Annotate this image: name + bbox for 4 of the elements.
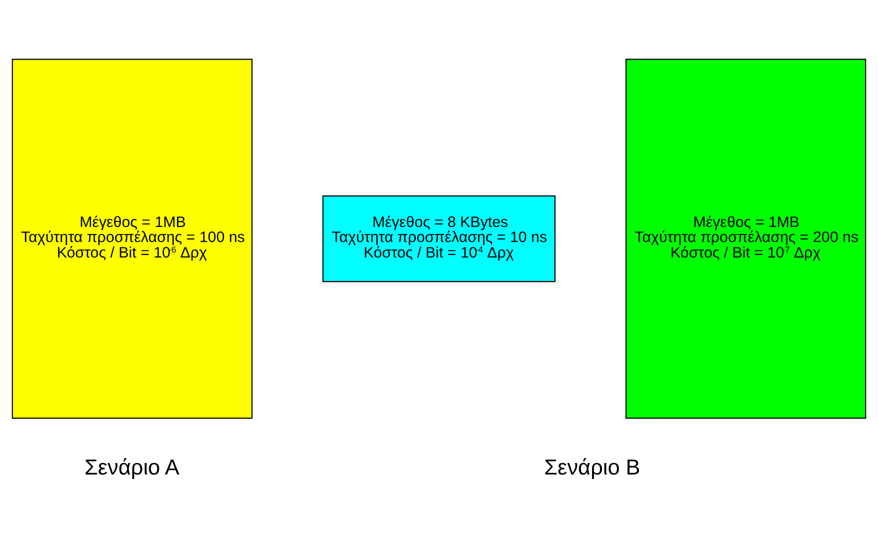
- node-box: Μέγεθος = 1MB Ταχύτητα προσπέλασης = 100 ns Κόστος / Bit = 10$^{-6}$ Δρχ: [12, 58, 253, 419]
- label: Σενάριο Α: [84, 454, 180, 480]
- node-box: Μέγεθος = 1MB Ταχύτητα προσπέλασης = 200 ns Κόστος / Bit = 10$^{-7}$ Δρχ: [625, 58, 866, 419]
- label: Σενάριο Β: [544, 454, 640, 480]
